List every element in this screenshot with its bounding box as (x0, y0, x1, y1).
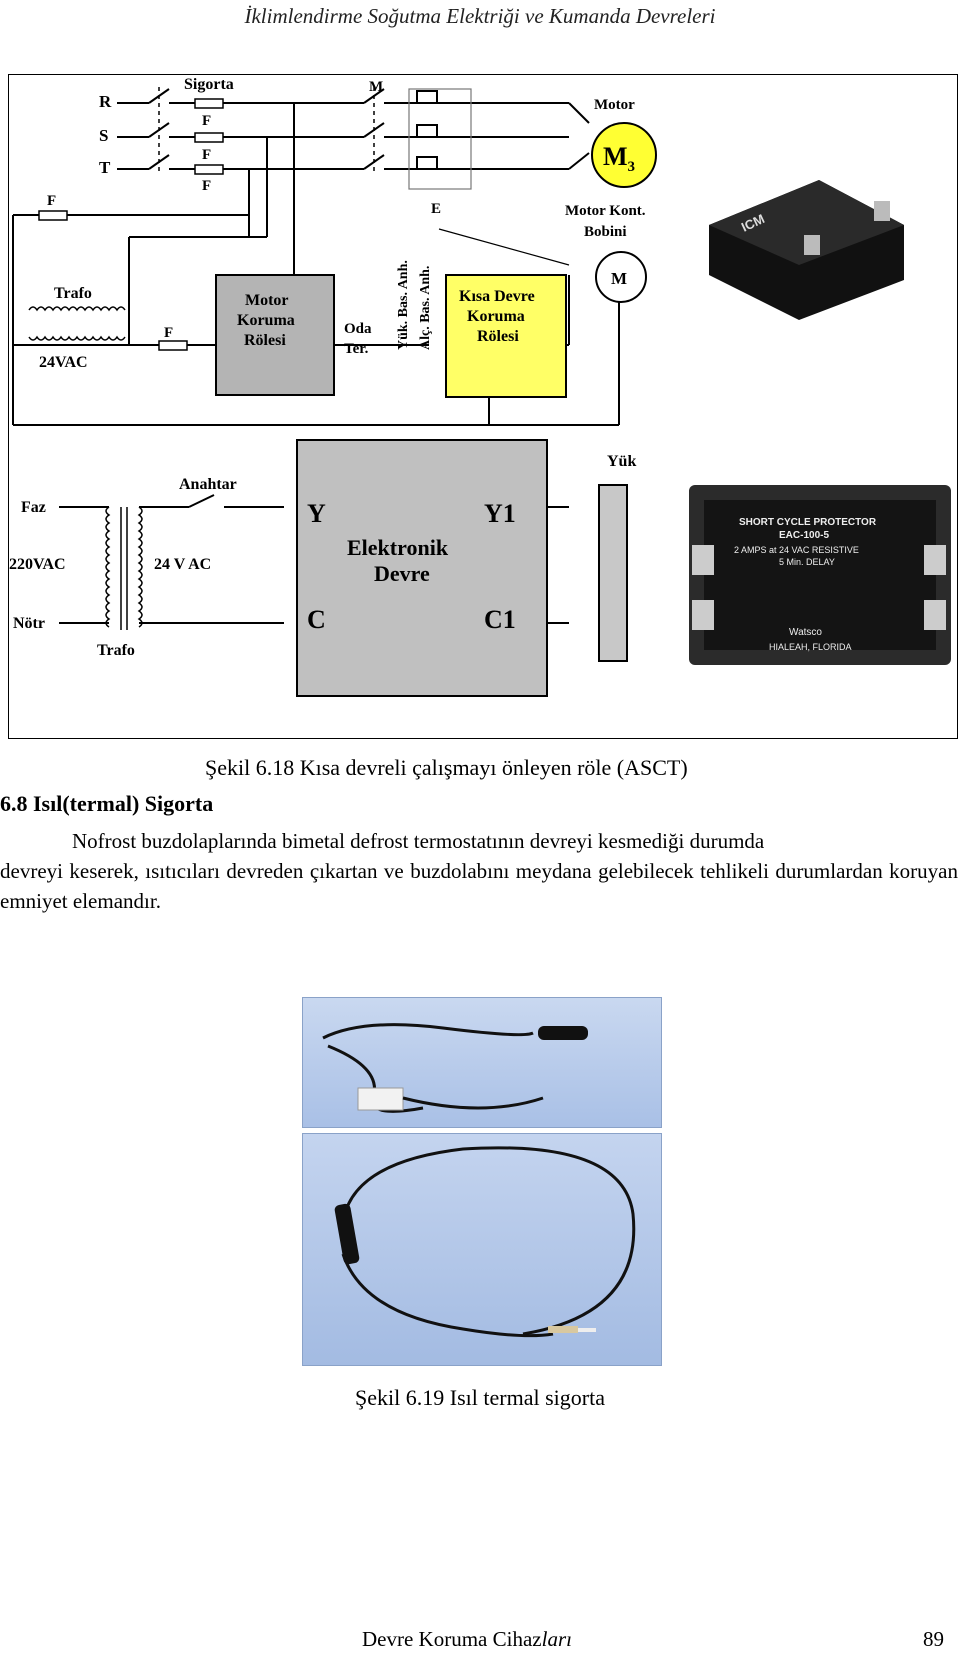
fuse-label-3: F (202, 178, 211, 194)
relay1-line-1: Motor (245, 292, 289, 309)
motor-label: Motor (594, 97, 635, 113)
neutral-label: Nötr (13, 615, 45, 632)
running-header: İklimlendirme Soğutma Elektriği ve Kuman… (244, 4, 716, 28)
fuse-label-4: F (47, 193, 56, 209)
figure-caption-2: Şekil 6.19 Isıl termal sigorta (355, 1385, 605, 1410)
motor-symbol-text: M3 (603, 142, 635, 175)
footer-title-italic: ları (541, 1627, 572, 1651)
terminal-c: C (307, 605, 326, 634)
room-thermostat-2: Ter. (344, 341, 369, 357)
circuit-figure: R S T Sigorta F F F F F M E Motor M3 Mot… (8, 74, 958, 739)
circuit-diagram: R S T Sigorta F F F F F M E Motor M3 Mot… (9, 76, 951, 697)
thermal-fuse-photo-1 (302, 997, 662, 1128)
electronic-box-line-1: Elektronik (347, 535, 449, 560)
load-coil (598, 484, 628, 662)
room-thermostat-1: Oda (344, 321, 372, 337)
terminal-y: Y (307, 499, 326, 528)
coil-label-2: Bobini (584, 224, 627, 240)
product-relay-photo-2 (689, 485, 951, 665)
body-paragraph: Nofrost buzdolaplarında bimetal defrost … (0, 826, 958, 916)
fuse-group-label: Sigorta (184, 76, 234, 93)
motor-protection-relay (215, 274, 335, 396)
switch-label: Anahtar (179, 476, 237, 493)
fuse-label-1: F (202, 113, 211, 129)
phase-label: Faz (21, 499, 46, 516)
overload-label: E (431, 201, 441, 217)
motor-symbol (591, 122, 657, 188)
contactor-label: M (369, 79, 383, 95)
section-heading: 6.8 Isıl(termal) Sigorta (0, 791, 214, 816)
fuse-label-5: F (164, 325, 173, 341)
transformer-voltage-top: 24VAC (39, 354, 88, 371)
phase-r: R (99, 92, 112, 111)
short-circuit-relay (445, 274, 567, 398)
fuse-label-2: F (202, 147, 211, 163)
high-pressure-switch: Yük. Bas. Anh. (396, 260, 411, 350)
coil-symbol: M (611, 269, 627, 288)
product2-title: SHORT CYCLE PROTECTOR (739, 517, 877, 528)
paragraph-rest: devreyi keserek, ısıtıcıları devreden çı… (0, 859, 958, 913)
paragraph-first-line: Nofrost buzdolaplarında bimetal defrost … (72, 829, 765, 853)
transformer-label-top: Trafo (54, 285, 92, 302)
relay1-line-3: Rölesi (244, 332, 286, 349)
relay2-line-2: Koruma (467, 308, 525, 325)
relay2-line-1: Kısa Devre (459, 288, 535, 305)
product2-spec2: 5 Min. DELAY (779, 557, 835, 567)
secondary-voltage: 24 V AC (154, 556, 211, 573)
transformer-label-bottom: Trafo (97, 642, 135, 659)
thermal-fuse-photo-2 (302, 1133, 662, 1366)
coil-label-1: Motor Kont. (565, 203, 646, 219)
product2-model: EAC-100-5 (779, 530, 829, 541)
phase-t: T (99, 158, 111, 177)
electronic-circuit-box (296, 439, 548, 697)
figure-caption-1: Şekil 6.18 Kısa devreli çalışmayı önleye… (205, 755, 688, 780)
product2-spec1: 2 AMPS at 24 VAC RESISTIVE (734, 545, 859, 555)
terminal-y1: Y1 (484, 499, 516, 528)
relay2-line-3: Rölesi (477, 328, 519, 345)
mains-voltage: 220VAC (9, 556, 66, 573)
product2-brand: Watsco (789, 627, 822, 638)
phase-s: S (99, 126, 108, 145)
footer-title: Devre Koruma Cihazları (362, 1627, 572, 1652)
low-pressure-switch: Alç. Bas. Anh. (418, 266, 433, 350)
page-number: 89 (923, 1627, 944, 1651)
terminal-c1: C1 (484, 605, 516, 634)
electronic-box-line-2: Devre (374, 561, 430, 586)
load-label: Yük (607, 453, 636, 470)
product-relay-photo-1 (709, 180, 904, 320)
footer-title-normal: Devre Koruma Cihaz (362, 1627, 542, 1651)
relay1-line-2: Koruma (237, 312, 295, 329)
product2-location: HIALEAH, FLORIDA (769, 642, 852, 652)
